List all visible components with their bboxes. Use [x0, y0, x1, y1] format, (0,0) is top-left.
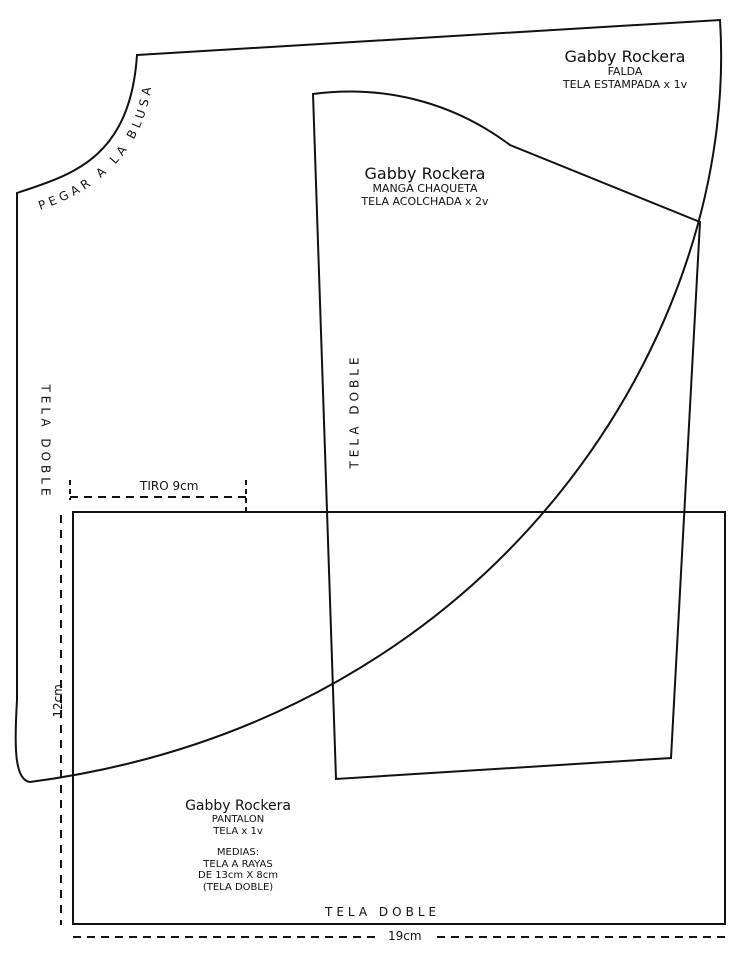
falda-piece: FALDA: [607, 65, 643, 79]
pantalon-label: Gabby Rockera PANTALON TELA x 1v MEDIAS:…: [168, 798, 308, 893]
manga-side-label: TELA DOBLE: [347, 353, 362, 469]
falda-curve-label: PEGAR A LA BLUSA: [36, 82, 154, 213]
tiro-dimension: [69, 480, 247, 512]
falda-fabric: TELA ESTAMPADA x 1v: [562, 78, 688, 92]
pantalon-piece: PANTALON: [211, 814, 265, 826]
pantalon-title: Gabby Rockera: [185, 798, 291, 814]
medias-note: (TELA DOBLE): [202, 881, 274, 893]
falda-side-label: TELA DOBLE: [38, 384, 53, 500]
tiro-label: TIRO 9cm: [140, 479, 199, 493]
manga-outline: [311, 90, 702, 781]
falda-outline: [14, 18, 723, 784]
manga-title: Gabby Rockera: [364, 164, 486, 183]
falda-label: Gabby Rockera FALDA TELA ESTAMPADA x 1v: [545, 47, 705, 92]
pantalon-fabric: TELA x 1v: [213, 825, 263, 837]
manga-label: Gabby Rockera MANGA CHAQUETA TELA ACOLCH…: [345, 164, 505, 209]
falda-title: Gabby Rockera: [564, 47, 686, 66]
medias-heading: MEDIAS:: [216, 847, 260, 859]
height-label: 12cm: [50, 684, 65, 718]
medias-fabric: TELA A RAYAS: [203, 858, 273, 870]
manga-piece: MANGA CHAQUETA: [372, 182, 478, 196]
pantalon-outline: [72, 511, 726, 925]
manga-fabric: TELA ACOLCHADA x 2v: [361, 195, 489, 209]
pantalon-bottom-label: TELA DOBLE: [325, 905, 441, 919]
medias-size: DE 13cm X 8cm: [198, 870, 278, 882]
width-label: 19cm: [388, 929, 422, 943]
